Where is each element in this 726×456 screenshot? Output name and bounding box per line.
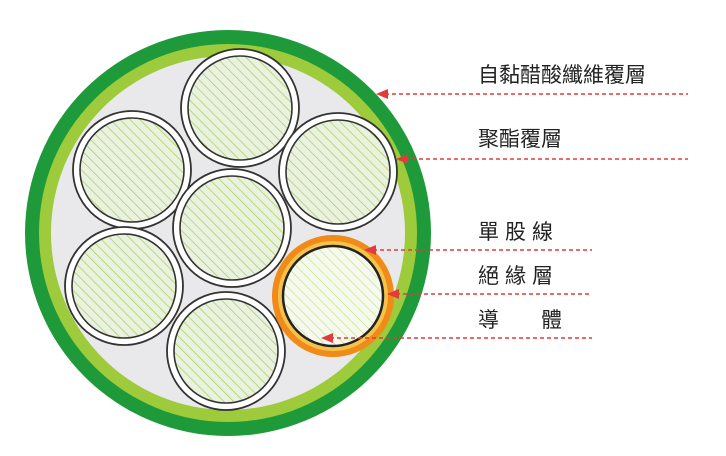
strand-center bbox=[172, 168, 292, 288]
label-outer-sheath: 自黏醋酸纖維覆層 bbox=[478, 63, 646, 87]
conductor-core bbox=[281, 244, 385, 348]
strand-top bbox=[180, 48, 300, 168]
label-polyester-layer: 聚酯覆層 bbox=[478, 127, 562, 151]
strand-upper-left bbox=[72, 110, 192, 230]
label-single-wire: 單股線 bbox=[478, 220, 559, 244]
leader-polyester-layer bbox=[396, 154, 688, 164]
leader-conductor bbox=[321, 333, 592, 343]
strand-lower-left bbox=[64, 226, 184, 346]
strand-bottom bbox=[166, 291, 286, 411]
arrowhead-icon bbox=[396, 154, 408, 164]
leader-lines bbox=[321, 89, 688, 343]
arrowhead-icon bbox=[376, 89, 388, 99]
strand-upper-right bbox=[278, 112, 398, 232]
label-insulation: 絕緣層 bbox=[478, 264, 559, 288]
arrowhead-icon bbox=[364, 245, 376, 255]
label-conductor: 導 體 bbox=[478, 308, 562, 332]
strand-insulated-highlight bbox=[272, 235, 394, 357]
leader-insulation bbox=[387, 289, 592, 299]
strand-bundle bbox=[64, 48, 398, 411]
leader-outer-sheath bbox=[376, 89, 688, 99]
arrowhead-icon bbox=[387, 289, 399, 299]
layer-labels: 自黏醋酸纖維覆層 聚酯覆層 單股線 絕緣層 導 體 bbox=[478, 63, 646, 332]
arrowhead-icon bbox=[321, 333, 333, 343]
leader-single-wire bbox=[364, 245, 592, 255]
